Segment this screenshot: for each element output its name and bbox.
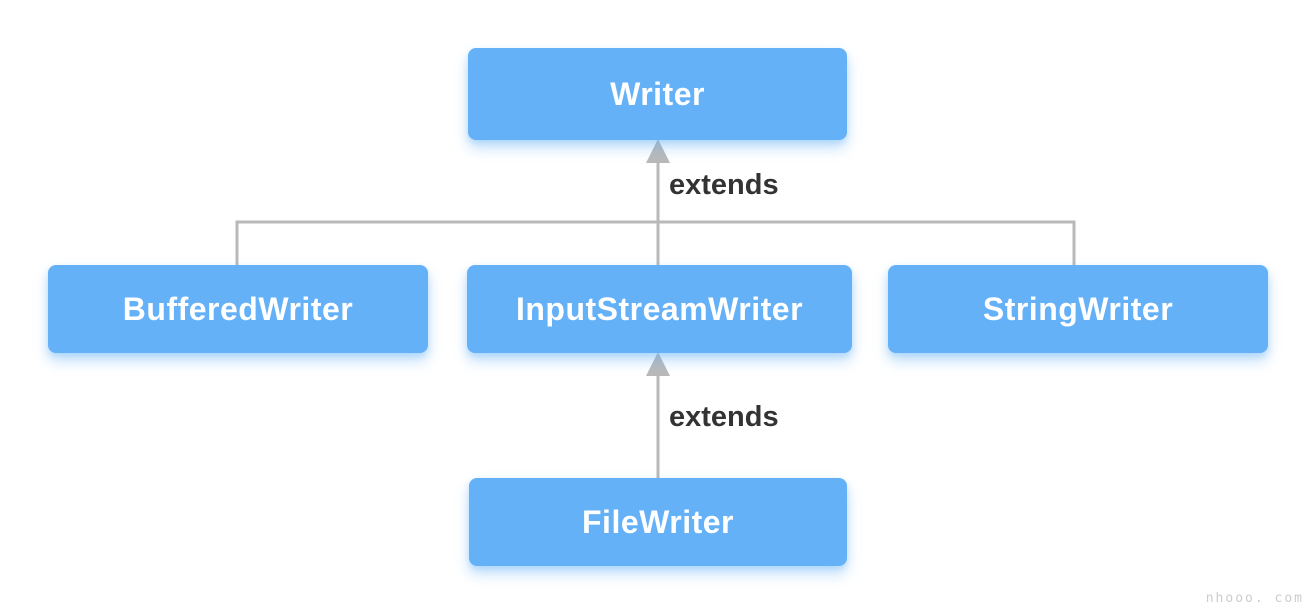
node-input-stream-writer: InputStreamWriter	[467, 265, 852, 353]
connector-branch-line	[235, 220, 1076, 265]
node-input-stream-writer-label: InputStreamWriter	[515, 290, 804, 327]
node-buffered-writer-label: BufferedWriter	[122, 290, 354, 327]
arrowhead-up-inputstreamwriter-icon	[646, 352, 670, 376]
edge-label-extends-writer: extends	[669, 169, 779, 201]
node-file-writer-label: FileWriter	[582, 503, 734, 540]
node-string-writer: StringWriter	[888, 265, 1268, 353]
node-string-writer-label: StringWriter	[982, 290, 1174, 327]
node-buffered-writer: BufferedWriter	[48, 265, 428, 353]
watermark: nhooo. com	[1205, 591, 1304, 606]
node-writer: Writer	[468, 48, 847, 140]
edge-label-extends-inputstreamwriter: extends	[669, 401, 779, 433]
node-writer-label: Writer	[610, 75, 705, 112]
node-file-writer: FileWriter	[469, 478, 847, 566]
arrowhead-up-writer-icon	[646, 139, 670, 163]
